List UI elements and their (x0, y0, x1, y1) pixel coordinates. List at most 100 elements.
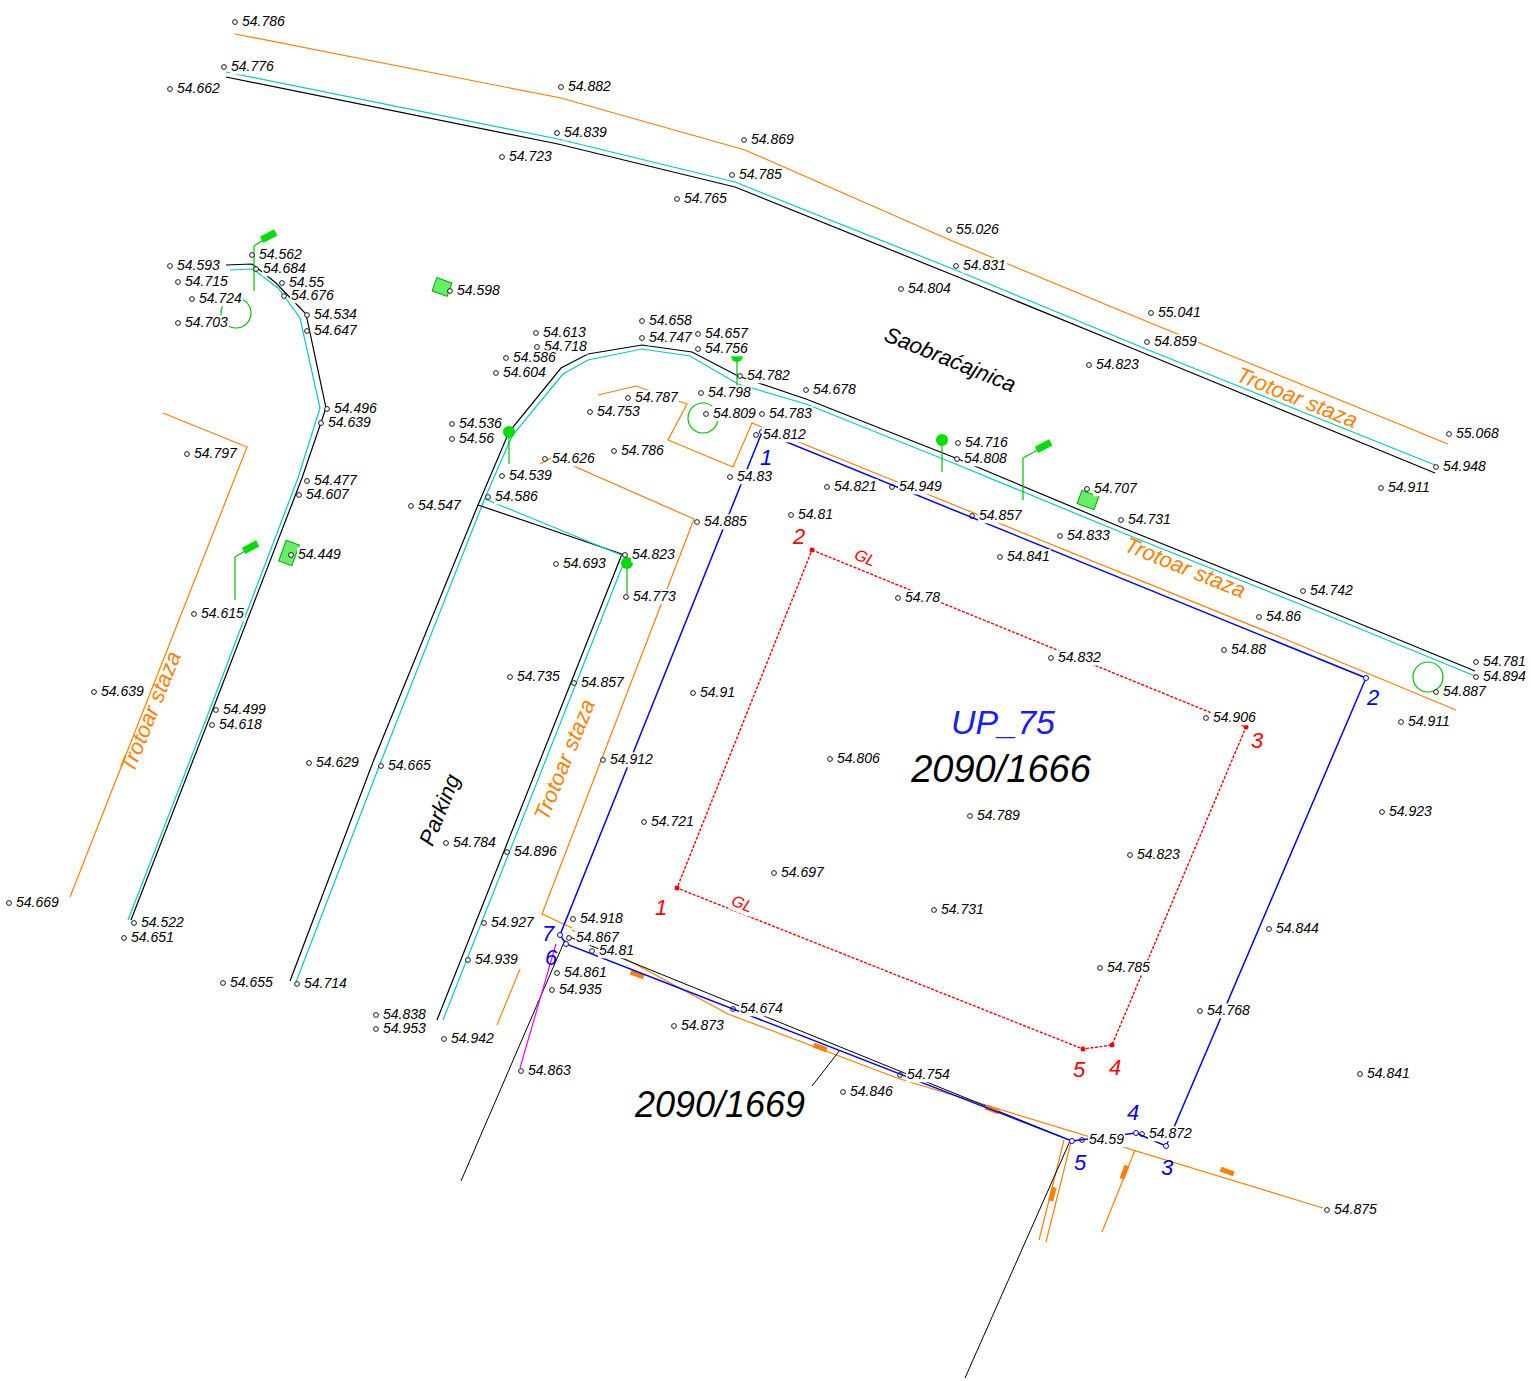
survey-point (505, 850, 510, 855)
lamp-stem (235, 548, 250, 600)
survey-point (374, 1013, 379, 1018)
elevation-label: 54.613 (542, 325, 587, 340)
elevation-label: 54.522 (140, 915, 185, 930)
elevation-label: 54.768 (1206, 1003, 1251, 1018)
survey-point (1434, 465, 1439, 470)
building-line-point: 2 (793, 525, 805, 549)
fence-marker (813, 1043, 828, 1052)
survey-point (601, 758, 606, 763)
elevation-label: 54.911 (1387, 480, 1431, 495)
survey-point (675, 197, 680, 202)
sidewalk-edge (497, 969, 520, 1025)
corner-point (1364, 676, 1369, 681)
elevation-label: 54.821 (833, 479, 878, 494)
area-name: Parking (415, 771, 465, 849)
elevation-label: 54.831 (962, 258, 1007, 273)
elevation-label: 54.747 (648, 330, 693, 345)
survey-point (1358, 1072, 1363, 1077)
curb-line (226, 72, 1435, 465)
elevation-label: 54.81 (598, 943, 635, 958)
survey-point (444, 841, 449, 846)
survey-point (305, 329, 310, 334)
elevation-label: 54.676 (290, 288, 335, 303)
parcel-corner-number: 7 (542, 922, 554, 946)
elevation-label: 54.882 (567, 79, 612, 94)
elevation-label: 54.598 (456, 283, 501, 298)
lamp-symbol (731, 350, 743, 362)
building-line-point: 4 (1109, 1056, 1121, 1080)
elevation-label: 54.534 (313, 307, 358, 322)
elevation-label: 54.857 (978, 508, 1023, 523)
elevation-label: 54.812 (762, 427, 807, 442)
survey-point (624, 595, 629, 600)
streetlight-symbol (1035, 439, 1052, 453)
survey-point (1474, 660, 1479, 665)
survey-point (185, 452, 190, 457)
survey-point (572, 681, 577, 686)
fence-marker (1048, 1187, 1056, 1202)
survey-point (998, 555, 1003, 560)
elevation-label: 54.678 (812, 382, 857, 397)
elevation-label: 54.859 (1153, 334, 1198, 349)
parcel-boundary (560, 432, 1366, 1146)
survey-point (1145, 340, 1150, 345)
survey-point (947, 228, 952, 233)
survey-point (214, 708, 219, 713)
elevation-label: 54.923 (1388, 804, 1433, 819)
elevation-label: 54.861 (563, 965, 608, 980)
elevation-label: 54.789 (976, 808, 1021, 823)
survey-point (450, 437, 455, 442)
elevation-label: 54.869 (750, 132, 795, 147)
road-edge (437, 505, 622, 1020)
survey-point (409, 504, 414, 509)
elevation-label: 54.918 (579, 911, 624, 926)
elevation-label: 54.953 (382, 1021, 427, 1036)
survey-point (168, 264, 173, 269)
elevation-label: 54.86 (1265, 609, 1302, 624)
survey-point (1380, 810, 1385, 815)
drain-symbol (279, 540, 300, 565)
survey-point (672, 1024, 677, 1029)
elevation-label: 54.716 (964, 435, 1009, 450)
survey-point (92, 690, 97, 695)
corner-point (1164, 1144, 1169, 1149)
drain-symbol (1077, 490, 1099, 509)
elevation-label: 54.787 (634, 390, 679, 405)
elevation-label: 54.942 (450, 1031, 495, 1046)
parcel-number: 2090/1666 (911, 749, 1091, 791)
elevation-label: 54.823 (1136, 847, 1181, 862)
curb-line (443, 499, 626, 1020)
sidewalk-edge (540, 457, 694, 928)
curb-line (128, 269, 320, 920)
survey-point (325, 407, 330, 412)
elevation-label: 54.776 (230, 59, 275, 74)
survey-point (1379, 486, 1384, 491)
survey-point (828, 757, 833, 762)
survey-point (210, 723, 215, 728)
elevation-label: 54.867 (575, 930, 620, 945)
elevation-label: 54.782 (746, 368, 791, 383)
elevation-label: 54.662 (176, 81, 221, 96)
elevation-label: 54.873 (680, 1018, 725, 1033)
fence-marker (1220, 1167, 1235, 1176)
building-line-point: 3 (1251, 729, 1263, 753)
elevation-label: 54.785 (738, 167, 783, 182)
survey-point (1098, 966, 1103, 971)
tree-symbol (221, 298, 251, 328)
survey-point (500, 474, 505, 479)
elevation-label: 54.765 (683, 191, 728, 206)
tree-symbol (1413, 662, 1443, 692)
elevation-label: 54.657 (704, 326, 749, 341)
parcel-boundary (965, 1141, 1070, 1378)
survey-point (738, 374, 743, 379)
survey-point (168, 87, 173, 92)
survey-point (1119, 518, 1124, 523)
elevation-label: 54.927 (490, 915, 535, 930)
elevation-label: 54.832 (1057, 650, 1102, 665)
elevation-label: 54.83 (736, 469, 773, 484)
elevation-label: 54.626 (551, 451, 596, 466)
elevation-label: 54.539 (508, 468, 553, 483)
elevation-label: 54.846 (849, 1084, 894, 1099)
sidewalk-edge (1102, 1150, 1135, 1232)
